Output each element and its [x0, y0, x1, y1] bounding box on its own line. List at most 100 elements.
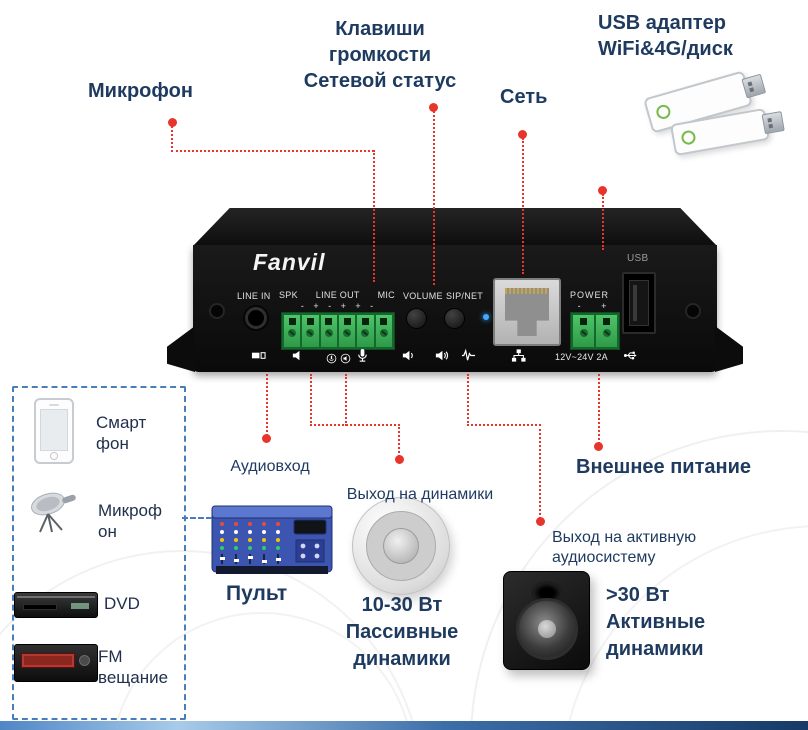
- mini-circled-mic-icon: [326, 351, 337, 364]
- terminal-pin: [338, 315, 356, 347]
- line-in-label: LINE IN: [237, 291, 271, 301]
- line-in-jack: [245, 307, 267, 329]
- callout-microphone: Микрофон: [88, 80, 193, 102]
- connector-line: [310, 424, 400, 426]
- fm-knob: [79, 655, 90, 666]
- connector-line: [467, 374, 469, 426]
- volume-label: VOLUME: [403, 291, 443, 301]
- usb-trident-icon: [623, 348, 638, 363]
- connector-dot-external-power: [594, 442, 603, 451]
- connector-line: [373, 150, 375, 282]
- power-label: POWER: [570, 290, 610, 300]
- desk-microphone-icon: [18, 488, 90, 541]
- dongle-logo-icon: [680, 129, 697, 146]
- terminal-pin: [320, 315, 337, 347]
- callout-speaker-output: Выход на динамики: [346, 486, 494, 503]
- smartphone-icon: [34, 398, 74, 464]
- connector-dot-audio-input: [262, 434, 271, 443]
- ethernet-port: [493, 278, 561, 346]
- ceiling-speaker-icon: [352, 497, 450, 595]
- connector-dot-volume-keys: [429, 103, 438, 112]
- callout-external-power: Внешнее питание: [576, 456, 751, 478]
- connector-line: [433, 111, 435, 285]
- audio-sources-box: [12, 386, 186, 720]
- speaker-dome: [383, 528, 419, 564]
- mic-label: MIC: [377, 290, 395, 300]
- source-label-fm: FM вещание: [98, 647, 169, 688]
- ethernet-pins: [505, 288, 549, 294]
- dvd-player-icon: [14, 592, 98, 618]
- blue-connector-line: [182, 517, 212, 519]
- mounting-ear-left: [167, 326, 195, 372]
- fm-display: [21, 653, 75, 668]
- power-terminal-block: [570, 312, 620, 350]
- connector-line: [266, 374, 268, 436]
- voltage-label: 12V~24V 2A: [555, 352, 608, 362]
- terminal-labels: SPK LINE OUT MIC: [279, 290, 395, 300]
- terminal-pin: [357, 315, 374, 347]
- connector-line: [467, 424, 541, 426]
- connector-line: [171, 126, 173, 152]
- console-label: Пульт: [226, 582, 288, 605]
- network-icon: [511, 348, 526, 363]
- waveform-icon: [461, 348, 476, 363]
- connector-dot-microphone: [168, 118, 177, 127]
- connector-dot-speaker-output: [395, 455, 404, 464]
- volume-knob: [406, 308, 427, 329]
- fm-tuner-icon: [14, 644, 98, 682]
- brand-logo: Fanvil: [253, 249, 326, 275]
- callout-volume-keys: Клавиши громкости: [328, 18, 432, 66]
- active-speaker-icon: [503, 571, 590, 670]
- callout-active-output: Выход на активную аудиосистему: [552, 529, 697, 566]
- dvd-top-line: [17, 596, 95, 598]
- connector-dot-usb: [598, 186, 607, 195]
- line-out-label: LINE OUT: [315, 290, 360, 300]
- callout-usb-adapter: USB адаптер WiFi&4G/диск: [598, 12, 733, 60]
- speaker-icon: [401, 348, 416, 363]
- source-label-smartphone: Смартфон: [96, 413, 147, 454]
- connector-dot-active-output: [536, 517, 545, 526]
- woofer-cap: [537, 620, 556, 638]
- sip-net-label: SIP/NET: [446, 291, 484, 301]
- speaker-icon: [291, 348, 306, 363]
- callout-network-status: Сетевой статус: [303, 70, 457, 92]
- device-top-panel: [193, 208, 717, 246]
- connector-line: [310, 374, 312, 426]
- loud-speaker-icon: [434, 348, 449, 363]
- status-led: [483, 314, 489, 320]
- device-front-panel: Fanvil LINE IN SPK LINE OUT MIC - + - + …: [193, 245, 717, 372]
- fanvil-gateway-device: Fanvil LINE IN SPK LINE OUT MIC - + - + …: [167, 208, 743, 372]
- panel-screw: [685, 303, 701, 319]
- connector-line: [398, 424, 400, 457]
- connector-line: [522, 138, 524, 274]
- terminal-pin: [375, 315, 392, 347]
- terminal-polarity: - + - + + -: [300, 301, 374, 311]
- usb-port: [622, 272, 656, 334]
- usb-socket: [629, 280, 649, 326]
- callout-network: Сеть: [500, 86, 548, 108]
- callout-audio-input: Аудиовход: [230, 458, 310, 475]
- ethernet-jack: [505, 288, 549, 336]
- usb-port-label: USB: [627, 253, 649, 264]
- active-speakers-label: >30 Вт Активные динамики: [606, 584, 706, 660]
- passive-speakers-label: 10-30 Вт Пассивные динамики: [345, 594, 459, 670]
- usb-plug: [741, 73, 767, 99]
- spk-label: SPK: [279, 290, 298, 300]
- phone-speaker-slit: [49, 404, 59, 406]
- bottom-accent-bar: [0, 721, 808, 730]
- terminal-pin: [573, 315, 594, 347]
- usb-tongue: [633, 285, 637, 321]
- line-in-icon: [251, 348, 266, 363]
- dvd-display: [71, 603, 89, 609]
- phone-screen: [40, 409, 68, 451]
- audio-terminal-block: [281, 312, 395, 350]
- mini-circled-speaker-icon: [340, 351, 351, 364]
- usb-plug: [761, 111, 785, 135]
- sip-net-button: [444, 308, 465, 329]
- power-polarity: - +: [577, 301, 607, 311]
- connector-dot-network: [518, 130, 527, 139]
- dongle-logo-icon: [654, 103, 673, 121]
- connector-line: [171, 150, 374, 152]
- terminal-pin: [284, 315, 301, 347]
